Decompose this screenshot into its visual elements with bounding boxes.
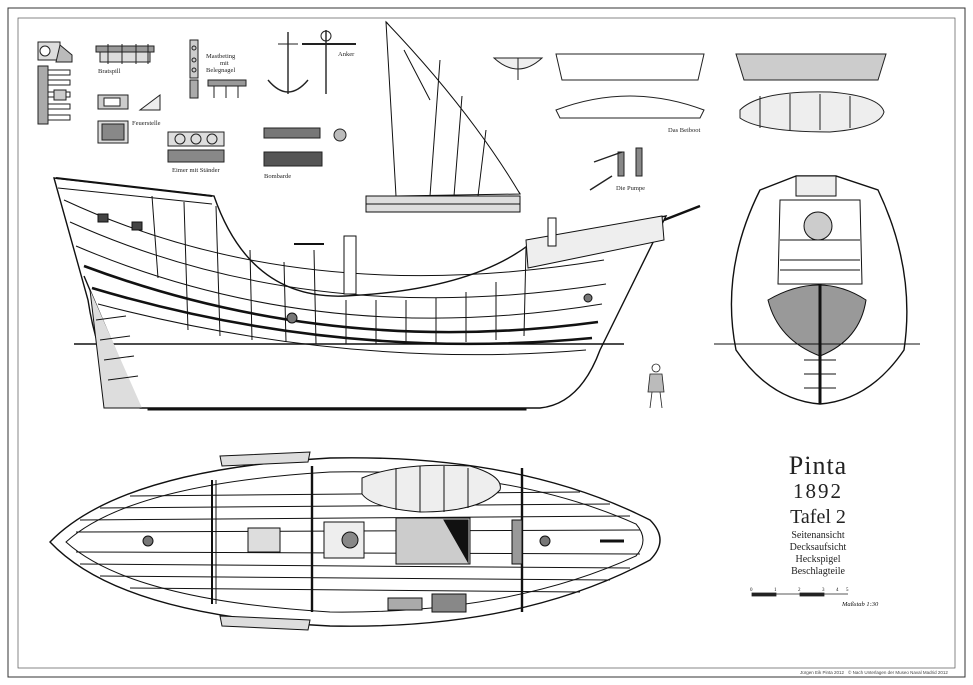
- outer-border: [7, 7, 966, 678]
- scale-tick: 2: [798, 588, 801, 593]
- scale-label: Maßstab 1:30: [842, 601, 879, 608]
- scale-tick: 3: [822, 588, 825, 593]
- footer-credit-right: © Nach Unterlagen der Museo Naval Madrid…: [848, 670, 948, 675]
- title-block: Pinta 1892 Tafel 2 Seitenansicht Decksau…: [760, 452, 876, 578]
- footer-credit-left: Jürgen Eik Pinta 2012: [800, 670, 845, 675]
- label-bombarde: Bombarde: [264, 173, 292, 180]
- scale-tick: 5: [846, 588, 849, 593]
- scale-tick: 4: [836, 588, 839, 593]
- label-eimer: Eimer mit Ständer: [172, 167, 220, 174]
- label-pumpe: Die Pumpe: [616, 185, 646, 192]
- label-mastbeting-1: Mastbeting: [206, 53, 236, 60]
- label-beiboot: Das Beiboot: [668, 127, 701, 134]
- plan-year: 1892: [793, 479, 843, 503]
- stern-view-drawing: [714, 175, 920, 405]
- label-anker: Anker: [338, 51, 355, 58]
- fittings-group: [37, 30, 356, 167]
- pumpe-drawing: [589, 147, 643, 191]
- inner-border: [17, 17, 956, 669]
- contents-item: Heckspigel: [795, 554, 841, 565]
- contents-item: Seitenansicht: [791, 530, 845, 541]
- scale-bar: [751, 592, 848, 597]
- deck-view-drawing: [49, 451, 661, 631]
- sail-rig-drawing: [365, 20, 521, 213]
- scale-tick: 1: [774, 588, 777, 593]
- human-scale-figure: [647, 363, 665, 409]
- label-mastbeting-3: Belegnagel: [206, 67, 236, 74]
- label-feuerstelle: Feuerstelle: [132, 120, 161, 127]
- plan-title: Pinta: [788, 451, 848, 480]
- side-view-drawing: [53, 177, 701, 411]
- scale-tick: 0: [750, 588, 753, 593]
- contents-item: Beschlagteile: [791, 566, 845, 577]
- label-mastbeting-2: mit: [220, 60, 229, 67]
- plate-number: Tafel 2: [790, 506, 846, 528]
- beiboot-drawing: [492, 53, 887, 133]
- label-bratspill: Bratspill: [98, 68, 121, 75]
- contents-item: Decksaufsicht: [789, 542, 847, 553]
